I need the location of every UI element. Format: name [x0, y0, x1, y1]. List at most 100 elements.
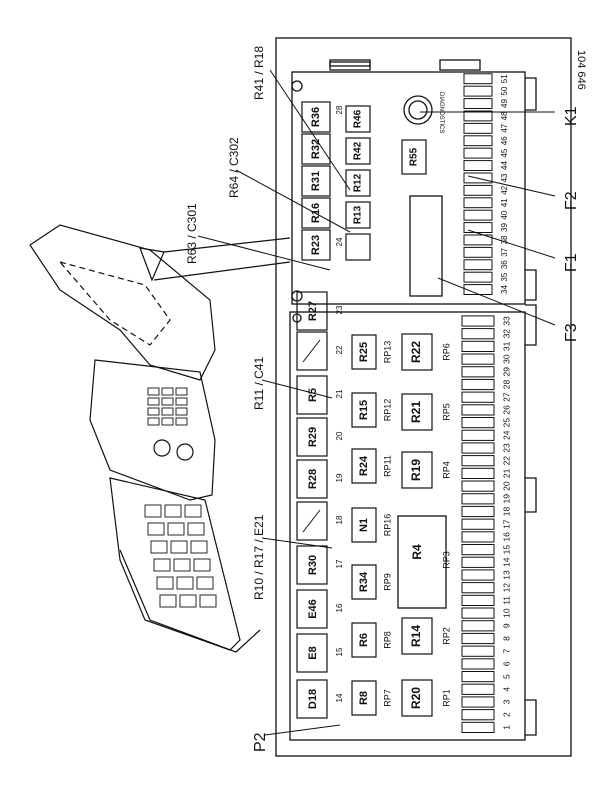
fuse-number: 18 [501, 507, 511, 517]
relay-label: R46 [353, 109, 364, 128]
relay-r4-outline [397, 515, 447, 609]
relay-slot [296, 331, 328, 371]
console-button [147, 407, 160, 416]
fuse-slot [461, 353, 495, 365]
relay-slot [351, 507, 377, 543]
fuse-slot [463, 85, 493, 97]
relay-slot [301, 101, 331, 133]
fuse-number: 20 [501, 481, 511, 491]
fuse-number: 19 [501, 494, 511, 504]
relay-slot [296, 679, 328, 719]
console-button [161, 397, 174, 406]
console-button [147, 397, 160, 406]
relay-label: R21 [409, 401, 423, 423]
fuse-number: 31 [501, 341, 511, 351]
relay-slot [351, 392, 377, 428]
relay-label-r55: R55 [409, 147, 420, 166]
relay-label: R29 [307, 427, 319, 447]
fuse-number: 42 [500, 185, 509, 194]
edge-tab [525, 699, 537, 736]
location-leader [153, 261, 291, 281]
fuse-number: 24 [501, 430, 511, 440]
figure-id: 104 646 [575, 50, 587, 90]
relay-label: N1 [358, 518, 370, 532]
fuse-slot [461, 671, 495, 683]
fuse-number: 30 [501, 354, 511, 364]
fuse-number: 12 [501, 583, 511, 593]
hidden-fuse-box [58, 260, 171, 346]
fuse-number: 2 [501, 712, 511, 717]
slot-number: 21 [335, 389, 344, 398]
fuse-number: 34 [500, 285, 509, 294]
slot-number: 24 [335, 237, 344, 246]
fuse-slot [461, 531, 495, 543]
relay-position: RP3 [441, 551, 451, 569]
slot-number: 20 [335, 431, 344, 440]
diagnostics-connector-inner [408, 100, 428, 120]
dashboard-top-panel [29, 224, 216, 381]
fuse-number: 36 [500, 260, 509, 269]
callout-r63-c301: R63 / C301 [185, 203, 199, 264]
fuse-slot [463, 184, 493, 196]
relay-label: R22 [409, 341, 423, 363]
fuse-number: 21 [501, 468, 511, 478]
fuse-number: 3 [501, 699, 511, 704]
relay-slot [345, 233, 371, 261]
fuse-number: 32 [501, 329, 511, 339]
relay-label-r4: R4 [410, 544, 424, 560]
relay-slot [301, 133, 331, 165]
relay-position: RP6 [441, 343, 451, 361]
console-button [153, 558, 171, 572]
slot-number: 28 [335, 105, 344, 114]
fuse-slot [461, 480, 495, 492]
fuse-number: 38 [500, 235, 509, 244]
fuse-slot [461, 721, 495, 733]
relay-label: R30 [307, 555, 319, 575]
fuse-number: 8 [501, 636, 511, 641]
slot-number: 16 [335, 603, 344, 612]
console-button [144, 504, 162, 518]
relay-slot [296, 545, 328, 585]
fuse-number: 47 [500, 123, 509, 132]
fuse-slot [461, 467, 495, 479]
fuse-number: 5 [501, 674, 511, 679]
relay-slot [296, 589, 328, 629]
console-button [199, 594, 217, 608]
relay-position: RP12 [382, 399, 392, 422]
center-console-upper [89, 359, 216, 501]
fuse-number: 46 [500, 136, 509, 145]
relay-slot [351, 622, 377, 658]
fuse-slot [461, 328, 495, 340]
relay-slot-marker [302, 339, 321, 363]
slot-number: 14 [335, 693, 344, 702]
relay-position: RP1 [441, 689, 451, 707]
fuse-slot [461, 378, 495, 391]
relay-position: RP11 [382, 455, 392, 477]
fuse-number: 25 [501, 418, 511, 428]
console-button [164, 504, 182, 518]
console-dial [153, 439, 171, 457]
relay-slot [351, 564, 377, 600]
console-button [161, 417, 174, 426]
relay-slot [301, 197, 331, 229]
relay-label: R13 [353, 205, 364, 224]
callout-r10-r17-e21: R10 / R17 / E21 [252, 514, 266, 600]
relay-label: R8 [358, 691, 370, 705]
relay-label: R25 [358, 342, 370, 362]
relay-slot [401, 393, 433, 431]
fuse-number: 50 [500, 86, 509, 95]
slot-number: 18 [335, 515, 344, 524]
relay-slot [401, 451, 433, 489]
fuse-number: 27 [501, 392, 511, 402]
console-button [175, 407, 188, 416]
relay-slot [296, 375, 328, 415]
fuse-slot [461, 594, 495, 606]
relay-label: R36 [310, 107, 322, 127]
console-button [150, 540, 168, 554]
relay-slot [345, 201, 371, 229]
fuse-slot [463, 271, 493, 283]
